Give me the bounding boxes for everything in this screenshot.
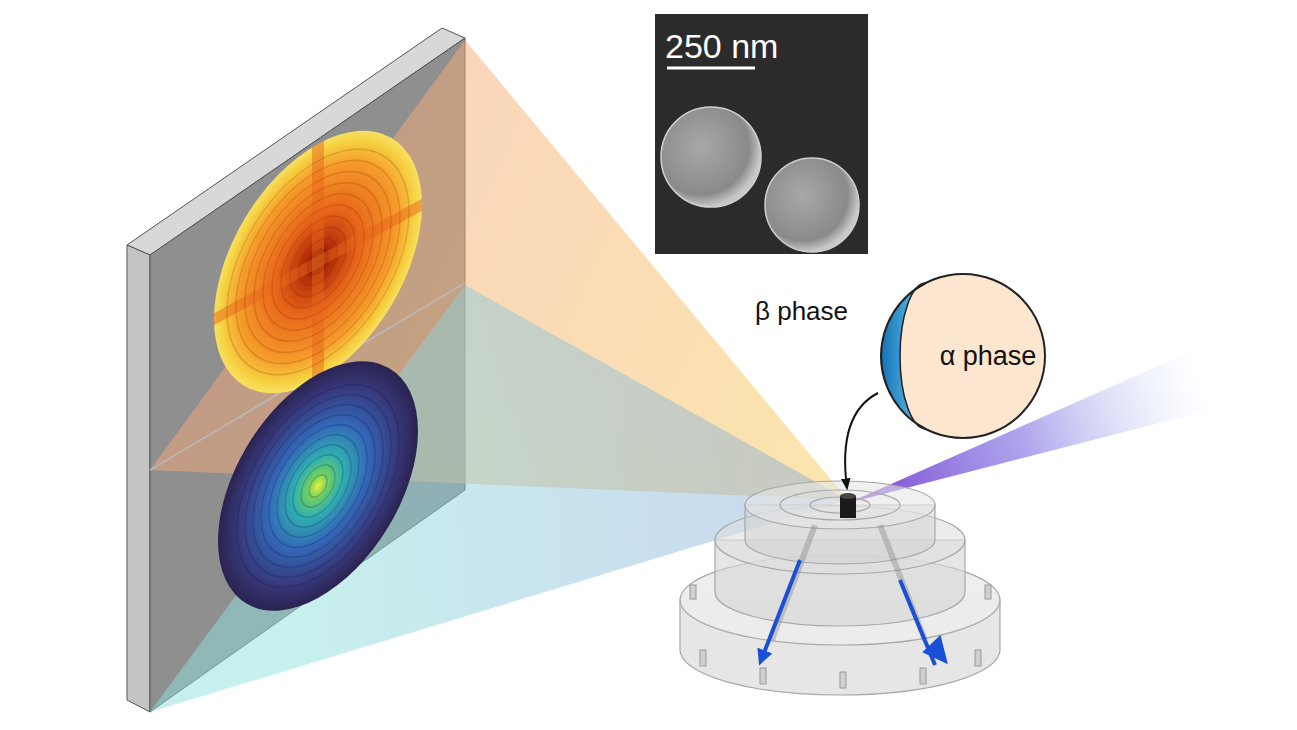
phase-label: β phase xyxy=(755,296,848,327)
phase-sphere: α phase xyxy=(876,272,1050,440)
scale-bar-label: 250 nm xyxy=(665,27,778,66)
phase-name: α phase xyxy=(940,341,1037,372)
